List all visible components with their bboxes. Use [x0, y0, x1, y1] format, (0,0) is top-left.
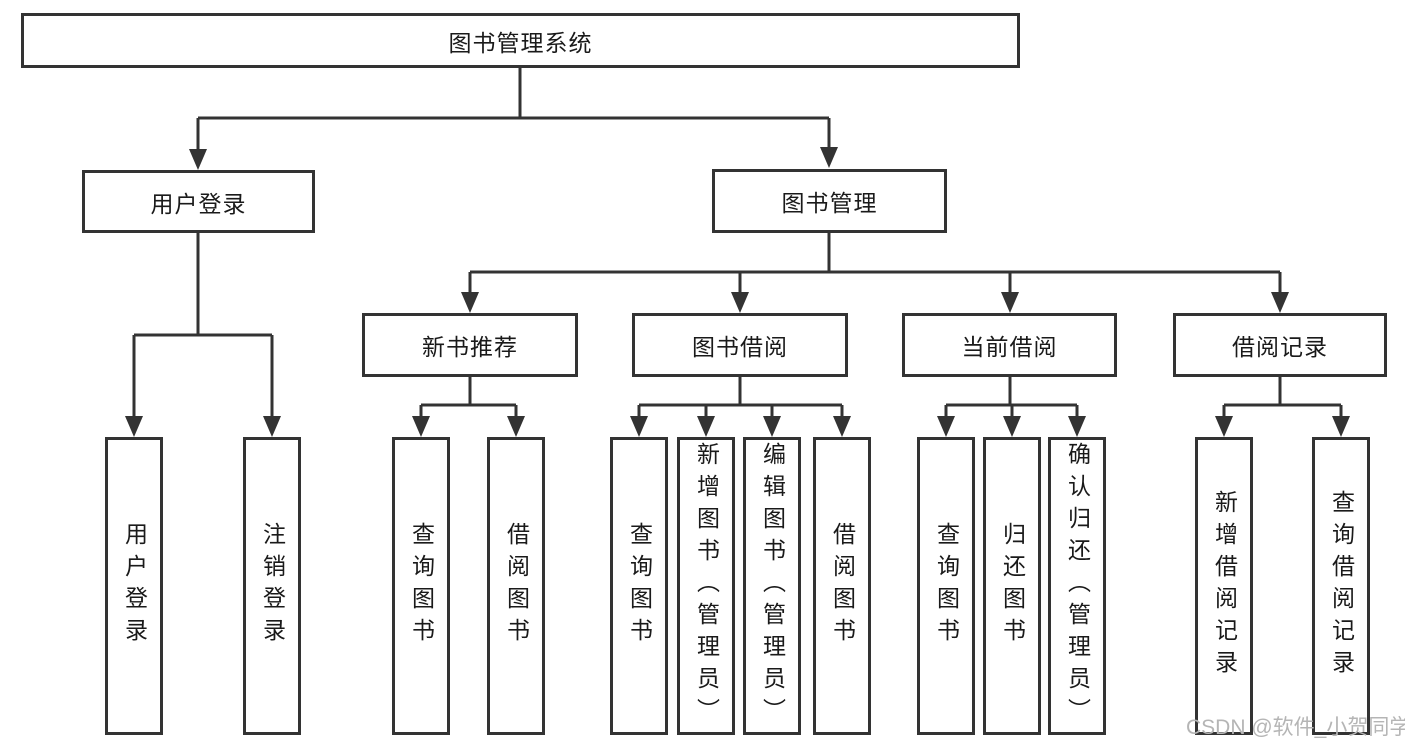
node-label: 借阅图书 [829, 522, 856, 650]
node-label: 查询借阅记录 [1328, 490, 1355, 682]
leaf-borrow-books-recommend: 借阅图书 [487, 437, 545, 735]
node-label: 新增图书（管理员） [693, 442, 720, 730]
node-label: 用户登录 [121, 522, 148, 650]
leaf-add-books-admin: 新增图书（管理员） [677, 437, 735, 735]
node-label: 确认归还（管理员） [1064, 442, 1091, 730]
node-book-borrowing: 图书借阅 [632, 313, 848, 377]
leaf-logout-login: 注销登录 [243, 437, 301, 735]
leaf-confirm-return-admin: 确认归还（管理员） [1048, 437, 1106, 735]
node-label: 查询图书 [626, 522, 653, 650]
node-user-login-group: 用户登录 [82, 170, 315, 233]
leaf-return-books: 归还图书 [983, 437, 1041, 735]
node-label: 归还图书 [999, 522, 1026, 650]
node-label: 用户登录 [150, 190, 247, 217]
node-library-system-root: 图书管理系统 [21, 13, 1020, 68]
node-label: 新增借阅记录 [1211, 490, 1238, 682]
leaf-query-books-current: 查询图书 [917, 437, 975, 735]
node-label: 图书管理系统 [448, 29, 593, 56]
node-label: 编辑图书（管理员） [759, 442, 786, 730]
node-label: 新书推荐 [422, 334, 518, 360]
leaf-user-login: 用户登录 [105, 437, 163, 735]
node-label: 借阅记录 [1232, 334, 1328, 360]
csdn-watermark: CSDN @软件_小贺同学 [1186, 716, 1405, 739]
node-current-borrowing: 当前借阅 [902, 313, 1117, 377]
node-label: 图书借阅 [692, 334, 788, 360]
node-borrowing-records: 借阅记录 [1173, 313, 1387, 377]
arrowhead-icon [125, 147, 1350, 437]
node-new-book-recommendation: 新书推荐 [362, 313, 578, 377]
node-label: 查询图书 [933, 522, 960, 650]
node-book-management: 图书管理 [712, 169, 947, 233]
node-label: 当前借阅 [961, 334, 1058, 360]
connector-stems [132, 68, 1343, 419]
node-label: 查询图书 [408, 522, 435, 650]
node-label: 注销登录 [259, 522, 286, 650]
leaf-edit-books-admin: 编辑图书（管理员） [743, 437, 801, 735]
leaf-query-books-recommend: 查询图书 [392, 437, 450, 735]
leaf-borrow-books-borrowing: 借阅图书 [813, 437, 871, 735]
leaf-query-books-borrowing: 查询图书 [610, 437, 668, 735]
node-label: 借阅图书 [503, 522, 530, 650]
leaf-query-borrow-record: 查询借阅记录 [1312, 437, 1370, 735]
node-label: 图书管理 [781, 190, 878, 216]
leaf-add-borrow-record: 新增借阅记录 [1195, 437, 1253, 735]
